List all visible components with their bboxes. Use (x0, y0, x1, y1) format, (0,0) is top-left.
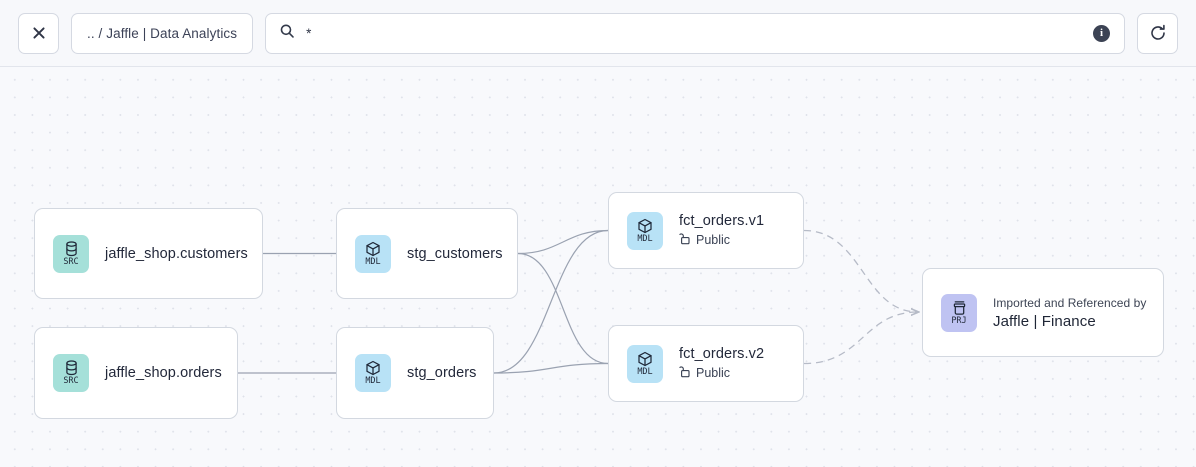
node-stg-orders[interactable]: MDL stg_orders (336, 327, 494, 419)
node-title: stg_orders (407, 365, 477, 381)
cube-icon (637, 218, 653, 234)
graph-canvas[interactable]: SRC jaffle_shop.customers SRC jaffle_sh (0, 67, 1196, 467)
badge-mdl: MDL (627, 211, 663, 250)
unlock-icon (679, 365, 691, 381)
info-icon[interactable]: i (1093, 24, 1110, 42)
node-title: fct_orders.v2 (679, 346, 765, 362)
node-body: fct_orders.v1 Public (679, 213, 764, 248)
node-fct-orders-v1[interactable]: MDL fct_orders.v1 Public (608, 192, 804, 269)
refresh-icon (1149, 24, 1167, 42)
edge-fct-v2-to-prj (803, 312, 918, 365)
toolbar: .. / Jaffle | Data Analytics i (0, 0, 1196, 67)
search-field[interactable]: i (265, 12, 1125, 54)
node-fct-orders-v2[interactable]: MDL fct_orders.v2 Public (608, 325, 804, 402)
close-icon (31, 25, 47, 41)
badge-mdl-label: MDL (365, 376, 381, 387)
node-stg-customers[interactable]: MDL stg_customers (336, 208, 518, 299)
archive-box-icon (952, 300, 967, 316)
node-title: Jaffle | Finance (993, 312, 1096, 330)
badge-prj-label: PRJ (951, 315, 967, 326)
badge-src-label: SRC (63, 256, 79, 267)
cube-icon (365, 360, 381, 376)
edge-stg-customers-to-fct-v1 (517, 229, 609, 255)
node-prj-jaffle-finance[interactable]: PRJ Imported and Referenced by Jaffle | … (922, 268, 1164, 357)
node-body: jaffle_shop.customers (105, 245, 248, 262)
database-icon (64, 360, 79, 376)
node-body: Imported and Referenced by Jaffle | Fina… (993, 295, 1147, 330)
node-src-orders[interactable]: SRC jaffle_shop.orders (34, 327, 238, 419)
node-title: fct_orders.v1 (679, 213, 765, 229)
edge-fct-v1-to-prj (803, 229, 918, 313)
badge-mdl-label: MDL (637, 233, 653, 244)
search-icon (279, 23, 295, 44)
badge-prj: PRJ (941, 293, 977, 332)
node-body: stg_customers (407, 245, 503, 262)
node-overline: Imported and Referenced by (993, 295, 1147, 310)
edge-stg-orders-to-fct-v2 (493, 362, 609, 374)
badge-src-label: SRC (63, 376, 79, 387)
node-src-customers[interactable]: SRC jaffle_shop.customers (34, 208, 263, 299)
cube-icon (365, 241, 381, 257)
cube-icon (637, 351, 653, 367)
node-visibility: Public (679, 232, 764, 248)
close-button[interactable] (18, 12, 59, 54)
breadcrumb-button[interactable]: .. / Jaffle | Data Analytics (71, 12, 254, 54)
badge-src: SRC (53, 354, 89, 392)
badge-mdl-label: MDL (637, 366, 653, 377)
search-input[interactable] (306, 25, 1082, 41)
badge-mdl: MDL (355, 354, 391, 392)
node-body: stg_orders (407, 365, 477, 381)
node-title: jaffle_shop.orders (105, 365, 222, 381)
refresh-button[interactable] (1137, 12, 1178, 54)
unlock-icon (679, 232, 691, 248)
badge-mdl: MDL (355, 234, 391, 273)
node-body: fct_orders.v2 Public (679, 346, 764, 381)
badge-src: SRC (53, 234, 89, 273)
node-visibility-label: Public (696, 233, 731, 247)
node-title: stg_customers (407, 245, 503, 262)
node-body: jaffle_shop.orders (105, 365, 222, 381)
node-visibility-label: Public (696, 366, 731, 380)
edge-stg-customers-to-fct-v2 (517, 252, 609, 365)
badge-mdl: MDL (627, 344, 663, 383)
node-visibility: Public (679, 365, 764, 381)
badge-mdl-label: MDL (365, 256, 381, 267)
node-title: jaffle_shop.customers (105, 245, 248, 262)
breadcrumb: .. / Jaffle | Data Analytics (87, 25, 238, 41)
database-icon (64, 241, 79, 257)
